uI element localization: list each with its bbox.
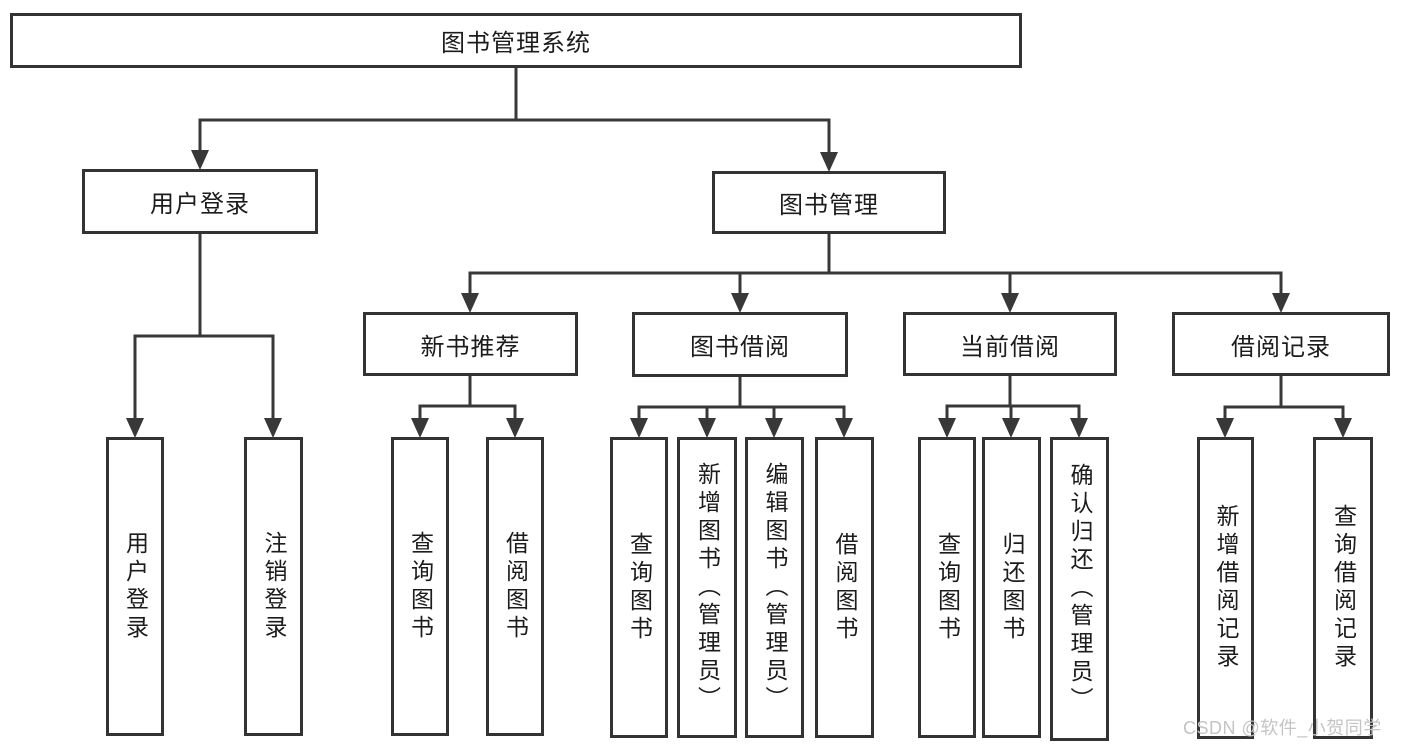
node-bb-borrow-books: 借阅图书 [815,437,874,738]
node-current-borrowing: 当前借阅 [903,312,1117,376]
node-br-query-record: 查询借阅记录 [1313,437,1373,739]
node-label: 新书推荐 [420,333,521,361]
node-label: 图书管理系统 [441,30,591,57]
node-logout: 注销登录 [244,437,303,736]
node-label: 确认归还（管理员） [1067,463,1093,715]
node-label: 查询图书 [407,530,434,643]
node-bb-add-books: 新增图书（管理员） [677,437,737,738]
node-user-login-leaf: 用户登录 [106,437,164,736]
node-label: 用户登录 [150,191,250,218]
node-label: 查询图书 [626,531,653,644]
node-label: 用户登录 [122,530,149,643]
node-cb-query-books: 查询图书 [918,437,976,738]
node-borrowing-records: 借阅记录 [1172,312,1390,376]
node-library-management-system: 图书管理系统 [10,13,1022,68]
arrowheads [126,150,1352,438]
node-cb-return-books: 归还图书 [982,437,1041,738]
node-nbr-query-books: 查询图书 [391,437,449,736]
node-label: 注销登录 [261,530,287,643]
node-label: 借阅图书 [502,530,529,643]
node-label: 新增借阅记录 [1213,504,1239,672]
node-label: 图书借阅 [690,334,790,361]
node-nbr-borrow-books: 借阅图书 [486,437,544,736]
node-user-login: 用户登录 [82,169,318,234]
node-bb-edit-books: 编辑图书（管理员） [745,437,804,738]
watermark: CSDN @软件_小贺同学 [1183,718,1382,738]
node-label: 查询图书 [934,531,961,644]
node-cb-confirm-return: 确认归还（管理员） [1050,437,1109,741]
node-bb-query-books: 查询图书 [610,437,668,738]
connector-edges [133,66,1345,422]
node-label: 新增图书（管理员） [694,461,721,714]
node-label: 归还图书 [999,531,1025,644]
node-label: 当前借阅 [960,333,1060,361]
node-new-book-recommend: 新书推荐 [363,312,578,376]
node-book-borrowing: 图书借阅 [632,312,848,377]
node-label: 借阅图书 [832,531,858,644]
node-book-management: 图书管理 [712,171,946,234]
node-label: 查询借阅记录 [1330,504,1357,672]
node-label: 图书管理 [779,192,879,219]
node-label: 编辑图书（管理员） [762,461,788,714]
node-label: 借阅记录 [1231,333,1331,361]
node-br-add-record: 新增借阅记录 [1197,437,1254,739]
